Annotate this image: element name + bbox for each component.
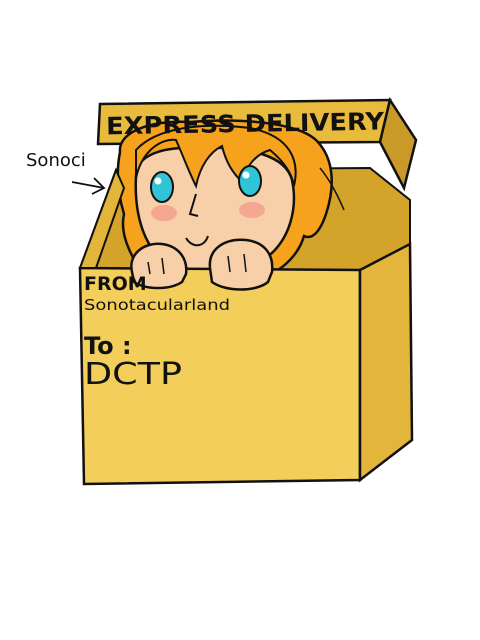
- character-right-hand: [208, 238, 274, 291]
- to-label: To :: [84, 332, 132, 360]
- character-right-eye: [238, 165, 262, 197]
- box-left-flap: [78, 167, 126, 269]
- arrow-right-icon: [71, 177, 106, 195]
- character-left-eye: [150, 171, 174, 203]
- from-label: FROM: [84, 273, 147, 295]
- character-left-hand: [130, 242, 188, 290]
- lid-label: EXPRESS DELIVERY: [106, 107, 385, 140]
- box-lid-flap: [378, 96, 418, 192]
- character-nose: [188, 193, 199, 217]
- character-mouth: [185, 235, 209, 247]
- from-value: Sonotacularland: [84, 296, 230, 314]
- character-blush-right: [239, 202, 265, 218]
- name-tag: Sonoci: [26, 150, 86, 171]
- character-blush-left: [151, 205, 177, 221]
- box-side: [358, 241, 414, 483]
- to-value: DCTP: [84, 357, 182, 392]
